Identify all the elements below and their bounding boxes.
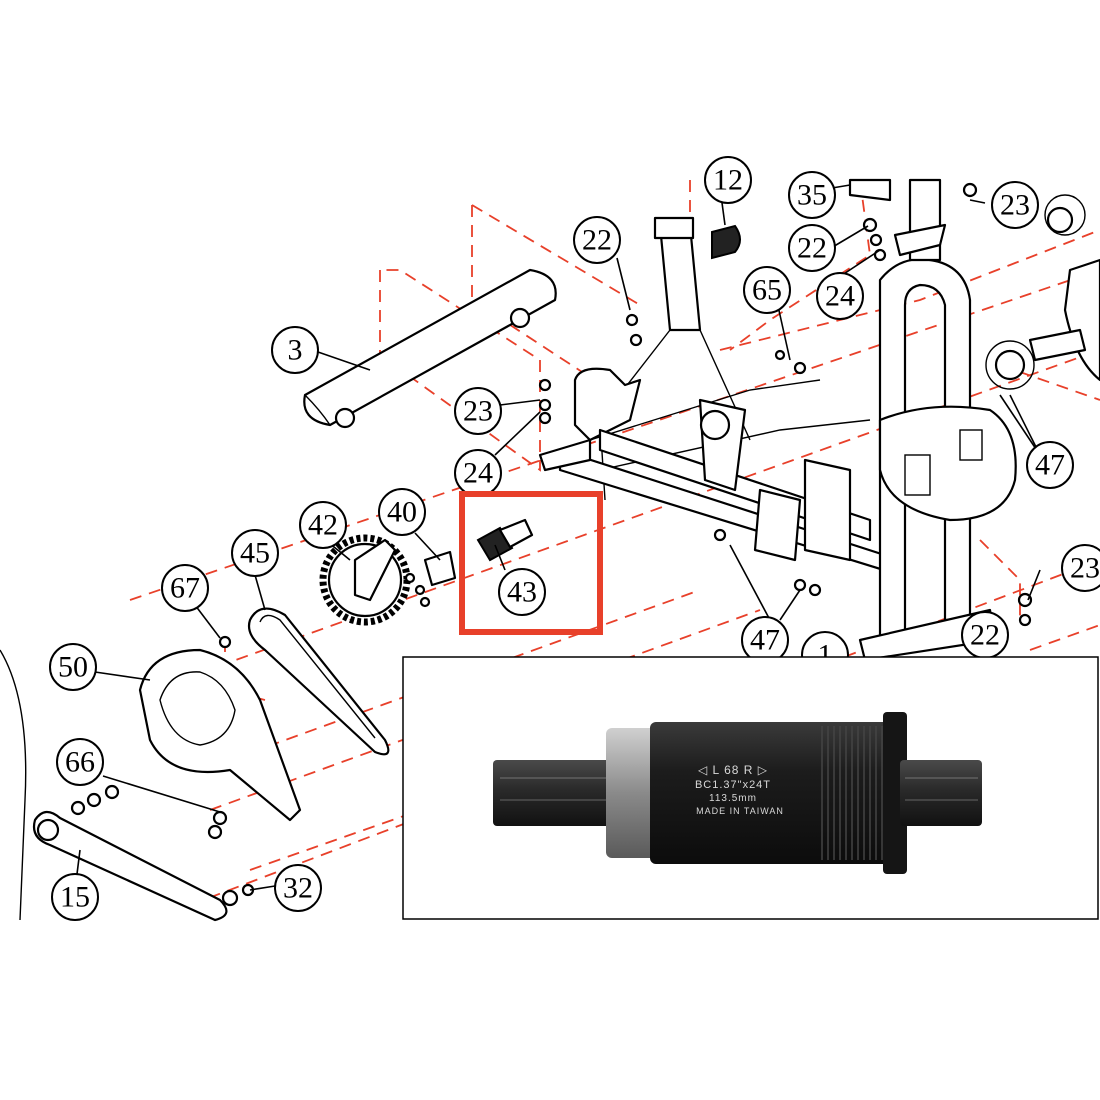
- svg-text:32: 32: [283, 872, 313, 905]
- callout-22-bottom: 22: [961, 611, 1009, 659]
- svg-text:47: 47: [1035, 449, 1065, 482]
- thread-lines: [821, 726, 883, 860]
- highlight-box-43: [459, 491, 603, 635]
- bottom-bracket-cartridge: ◁ L 68 R ▷ BC1.37"x24T 113.5mm MADE IN T…: [493, 712, 982, 874]
- svg-text:15: 15: [60, 881, 90, 914]
- svg-text:23: 23: [1000, 189, 1030, 222]
- svg-text:22: 22: [970, 619, 1000, 652]
- callout-24-right: 24: [816, 272, 864, 320]
- callout-3: 3: [271, 326, 319, 374]
- callout-47-bottom: 47: [741, 616, 789, 664]
- callout-22-mid: 22: [788, 224, 836, 272]
- engraving-line-1: ◁ L 68 R ▷: [697, 763, 768, 777]
- callout-22-top: 22: [573, 216, 621, 264]
- svg-text:47: 47: [750, 624, 780, 657]
- svg-text:42: 42: [308, 509, 338, 542]
- svg-text:43: 43: [507, 576, 537, 609]
- svg-text:45: 45: [240, 537, 270, 570]
- callout-15: 15: [51, 873, 99, 921]
- callout-50: 50: [49, 643, 97, 691]
- callout-66: 66: [56, 738, 104, 786]
- callout-24-left: 24: [454, 449, 502, 497]
- callout-67: 67: [161, 564, 209, 612]
- callout-23-right: 23: [1061, 544, 1100, 592]
- callout-32: 32: [274, 864, 322, 912]
- svg-text:22: 22: [797, 232, 827, 265]
- bike-frame: [303, 178, 1100, 662]
- engraving-line-4: MADE IN TAIWAN: [696, 806, 784, 816]
- svg-text:23: 23: [1070, 552, 1100, 585]
- callout-47-right: 47: [1026, 441, 1074, 489]
- svg-text:35: 35: [797, 179, 827, 212]
- inset-panel: ◁ L 68 R ▷ BC1.37"x24T 113.5mm MADE IN T…: [402, 656, 1099, 920]
- callout-43: 43: [498, 568, 546, 616]
- callout-23-left: 23: [454, 387, 502, 435]
- callout-42: 42: [299, 501, 347, 549]
- callout-65: 65: [743, 266, 791, 314]
- svg-text:65: 65: [752, 274, 782, 307]
- drive-parts: [0, 518, 534, 922]
- callout-35: 35: [788, 171, 836, 219]
- callout-45: 45: [231, 529, 279, 577]
- callout-23-top-right: 23: [991, 181, 1039, 229]
- callouts: 3 12 15 22 22 22 23 23 23 24 24 32 35 40…: [49, 156, 1100, 921]
- svg-text:24: 24: [825, 280, 855, 313]
- engraving-line-3: 113.5mm: [709, 793, 757, 804]
- engraving-line-2: BC1.37"x24T: [695, 779, 771, 791]
- svg-text:67: 67: [170, 572, 200, 605]
- svg-text:22: 22: [582, 224, 612, 257]
- svg-text:24: 24: [463, 457, 493, 490]
- svg-text:66: 66: [65, 746, 95, 779]
- svg-text:50: 50: [58, 651, 88, 684]
- svg-text:40: 40: [387, 496, 417, 529]
- callout-40: 40: [378, 488, 426, 536]
- callout-12: 12: [704, 156, 752, 204]
- knob-part: [711, 224, 741, 260]
- svg-text:3: 3: [288, 334, 303, 367]
- svg-text:23: 23: [463, 395, 493, 428]
- leader-lines: [74, 184, 1041, 891]
- svg-text:12: 12: [713, 164, 743, 197]
